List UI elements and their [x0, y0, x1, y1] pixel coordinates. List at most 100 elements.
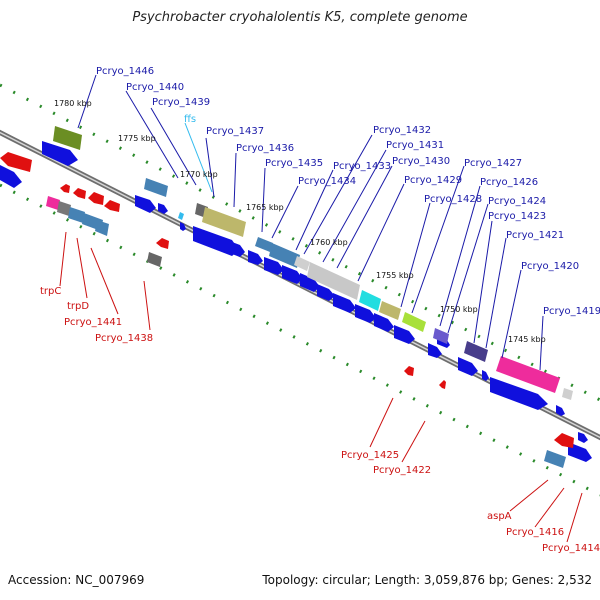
gene-arrow	[374, 313, 394, 332]
feature-box	[307, 262, 360, 300]
gene-label: Pcryo_1420	[521, 261, 579, 272]
callout-line	[303, 134, 373, 255]
callout-line	[501, 269, 522, 359]
feature-box	[402, 312, 426, 332]
gene-label: Pcryo_1430	[392, 156, 450, 167]
gene-arrow	[554, 433, 574, 448]
gene-arrow	[104, 200, 120, 212]
gene-label: ffs	[184, 114, 196, 125]
gene-arrow	[88, 192, 104, 205]
gene-arrow	[0, 165, 22, 188]
scale-label: 1770 kbp	[180, 170, 218, 179]
gene-label: Pcryo_1431	[386, 140, 444, 151]
gene-arrow	[568, 442, 592, 462]
gene-arrow	[248, 250, 263, 265]
feature-box	[46, 196, 60, 210]
gene-arrow	[458, 357, 478, 376]
gene-arrow	[490, 377, 548, 410]
feature-box	[178, 212, 184, 220]
callout-line	[509, 479, 549, 512]
callout-line	[271, 185, 299, 239]
callout-line	[400, 202, 431, 308]
scale-label: 1750 kbp	[440, 305, 478, 314]
gene-label: Pcryo_1437	[206, 126, 264, 137]
gene-arrow	[180, 222, 186, 231]
callout-line	[76, 237, 88, 299]
gene-label: trpC	[40, 286, 61, 297]
gene-label: Pcryo_1423	[488, 211, 546, 222]
lower-gene-labels: trpC trpD Pcryo_1441 Pcryo_1438 Pcryo_14…	[40, 286, 600, 554]
gene-arrow	[355, 304, 376, 323]
gene-label: Pcryo_1429	[404, 175, 462, 186]
callout-line	[295, 169, 334, 251]
callout-line	[439, 185, 481, 327]
scale-label: 1760 kbp	[310, 238, 348, 247]
gene-arrow	[428, 343, 442, 358]
topology-text: Topology: circular; Length: 3,059,876 bp…	[262, 573, 592, 587]
callout-line	[411, 165, 465, 314]
callout-line	[485, 237, 507, 349]
callout-line	[473, 220, 493, 344]
gene-label: Pcryo_1421	[506, 230, 564, 241]
callout-line	[150, 107, 197, 186]
callout-line	[566, 492, 583, 543]
gene-arrow	[482, 370, 489, 381]
gene-label: Pcryo_1441	[64, 317, 122, 328]
gene-label: Pcryo_1414	[542, 543, 600, 554]
gene-label: Pcryo_1424	[488, 196, 546, 207]
gene-label: Pcryo_1419	[543, 306, 600, 317]
callout-line	[336, 165, 393, 269]
callout-line	[539, 315, 544, 371]
scale-label: 1775 kbp	[118, 134, 156, 143]
gene-label: Pcryo_1425	[341, 450, 399, 461]
callout-lines	[59, 74, 583, 543]
callout-line	[447, 203, 489, 334]
callout-line	[143, 280, 151, 331]
feature-box	[544, 450, 566, 468]
callout-line	[401, 420, 426, 463]
gene-arrow	[404, 366, 414, 376]
callout-line	[90, 247, 119, 315]
callout-line	[184, 122, 213, 193]
feature-box	[144, 178, 168, 197]
feature-box	[68, 207, 85, 223]
gene-label: Pcryo_1426	[480, 177, 538, 188]
gene-arrow	[439, 380, 446, 389]
gene-arrow	[556, 405, 565, 416]
gene-arrow	[282, 265, 303, 284]
callout-line	[205, 137, 215, 198]
feature-box	[255, 237, 273, 252]
gene-arrow	[264, 257, 284, 275]
scale-label: 1765 kbp	[246, 203, 284, 212]
gene-label: Pcryo_1439	[152, 97, 210, 108]
feature-box	[147, 252, 162, 267]
gene-arrow	[135, 195, 156, 213]
page-title: Psychrobacter cryohalolentis K5, complet…	[132, 10, 468, 25]
callout-line	[322, 149, 387, 263]
gene-arrow	[193, 226, 239, 256]
gene-arrow	[300, 273, 320, 292]
gene-label: Pcryo_1422	[373, 465, 431, 476]
feature-box	[562, 388, 573, 400]
gene-label: Pcryo_1435	[265, 158, 323, 169]
callout-line	[369, 397, 394, 448]
accession-text: Accession: NC_007969	[8, 573, 145, 587]
gene-arrow	[60, 184, 70, 193]
feature-box	[202, 207, 246, 237]
scale-label: 1780 kbp	[54, 99, 92, 108]
gene-label: Pcryo_1433	[333, 161, 391, 172]
callout-line	[534, 487, 565, 528]
gene-label: Pcryo_1440	[126, 82, 184, 93]
gene-arrow	[578, 432, 588, 443]
callout-line	[233, 152, 237, 208]
gene-arrow	[333, 293, 356, 313]
upper-gene-labels: Pcryo_1446 Pcryo_1440 Pcryo_1439 ffs Pcr…	[96, 66, 600, 317]
gene-arrow	[42, 141, 78, 166]
feature-box	[294, 256, 310, 271]
gene-label: aspA	[487, 511, 512, 522]
feature-box	[95, 220, 109, 236]
feature-box	[379, 301, 401, 320]
scale-label: 1755 kbp	[376, 271, 414, 280]
feature-box	[269, 243, 300, 268]
